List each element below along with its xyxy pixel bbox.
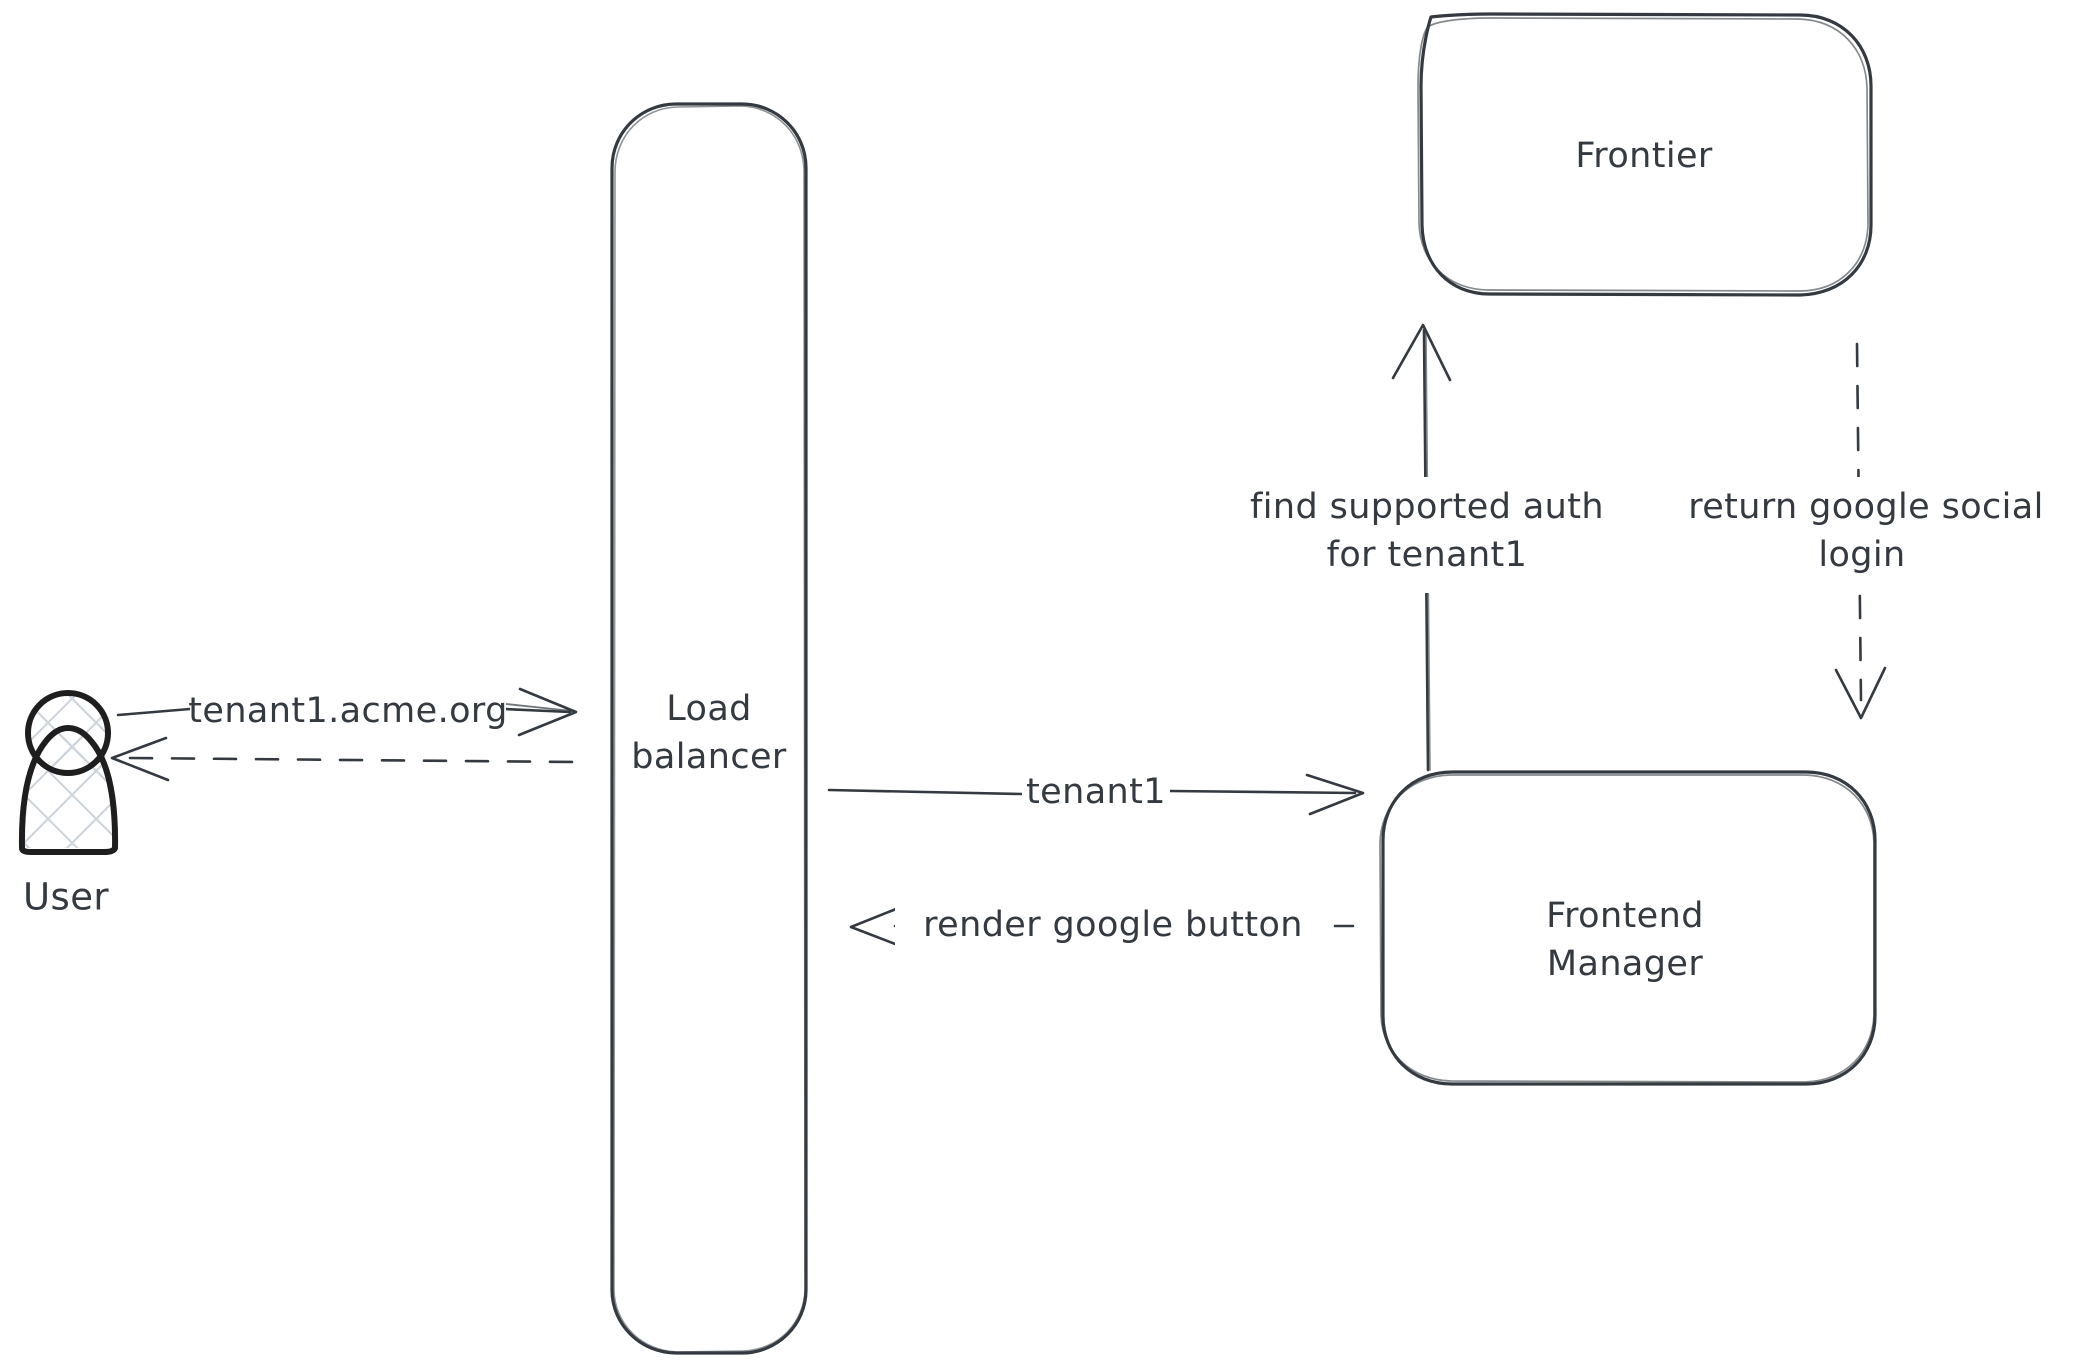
person-head-icon <box>25 690 111 776</box>
edge-user-to-lb[interactable]: tenant1.acme.org <box>116 682 578 738</box>
node-frontend-manager[interactable]: Frontend Manager <box>1379 770 1877 1086</box>
person-body-icon <box>18 725 119 855</box>
load-balancer-outline-second-pass <box>613 105 806 1353</box>
person-body-fill <box>22 729 114 848</box>
edge-user-to-lb-arrowhead <box>517 687 578 737</box>
edge-frontier-to-fm-label-line1: return google social <box>1688 487 2044 527</box>
frontier-label: Frontier <box>1575 136 1713 176</box>
edge-lb-to-user-line <box>128 756 577 764</box>
edge-lb-to-fm-line-left <box>827 788 1024 796</box>
edge-fm-to-lb-label: render google button <box>923 905 1303 945</box>
edge-lb-to-fm[interactable]: tenant1 <box>827 765 1365 821</box>
edge-user-to-lb-line-left <box>116 707 192 717</box>
actor-user[interactable]: User <box>18 685 120 919</box>
edge-fm-to-frontier-label-bg1 <box>1222 477 1632 537</box>
edge-fm-to-frontier-label-bg2 <box>1305 537 1550 593</box>
edge-lb-to-fm-label-bg <box>1022 765 1170 821</box>
edge-fm-to-lb[interactable]: render google button <box>849 898 1377 956</box>
frontier-outline-second-pass <box>1417 17 1869 292</box>
edge-fm-to-frontier-arrowhead <box>1391 323 1452 382</box>
edge-fm-to-frontier-label-line1: find supported auth <box>1250 487 1604 527</box>
edge-user-to-lb-line-right <box>503 707 572 714</box>
edge-frontier-to-fm-arrowhead <box>1834 666 1887 720</box>
edge-fm-to-lb-label-bg <box>895 898 1325 956</box>
edge-lb-to-fm-label: tenant1 <box>1026 772 1166 812</box>
node-load-balancer[interactable]: Load balancer <box>610 102 808 1355</box>
edge-lb-to-user[interactable] <box>110 736 577 782</box>
edge-fm-to-lb-arrowhead <box>849 905 905 949</box>
frontend-manager-outline <box>1381 770 1877 1086</box>
edge-frontier-to-fm-label-bg1 <box>1666 477 2066 537</box>
edge-lb-to-user-arrowhead <box>110 736 170 782</box>
frontier-outline <box>1419 12 1873 297</box>
frontend-manager-label-line1: Frontend <box>1546 896 1704 936</box>
edge-user-to-lb-line-right2 <box>505 703 573 712</box>
load-balancer-outline <box>610 102 808 1355</box>
actor-user-label: User <box>23 876 109 919</box>
node-frontier[interactable]: Frontier <box>1417 12 1873 297</box>
load-balancer-label-line2: balancer <box>631 737 787 777</box>
edge-frontier-to-fm[interactable]: return google social login <box>1666 342 2066 720</box>
edge-frontier-to-fm-label-bg2 <box>1790 537 1930 593</box>
edge-fm-to-frontier[interactable]: find supported auth for tenant1 <box>1222 323 1632 772</box>
edge-fm-to-frontier-label-line2: for tenant1 <box>1327 535 1528 575</box>
edge-user-to-lb-label: tenant1.acme.org <box>188 691 507 731</box>
edge-frontier-to-fm-label-line2: login <box>1818 535 1905 575</box>
edge-lb-to-fm-arrowhead <box>1305 773 1365 816</box>
frontend-manager-outline-second-pass <box>1379 774 1875 1083</box>
edge-lb-to-fm-line-right <box>1168 789 1357 795</box>
frontend-manager-label-line2: Manager <box>1547 944 1703 984</box>
edge-user-to-lb-label-bg <box>190 682 506 738</box>
load-balancer-label-line1: Load <box>666 689 752 729</box>
